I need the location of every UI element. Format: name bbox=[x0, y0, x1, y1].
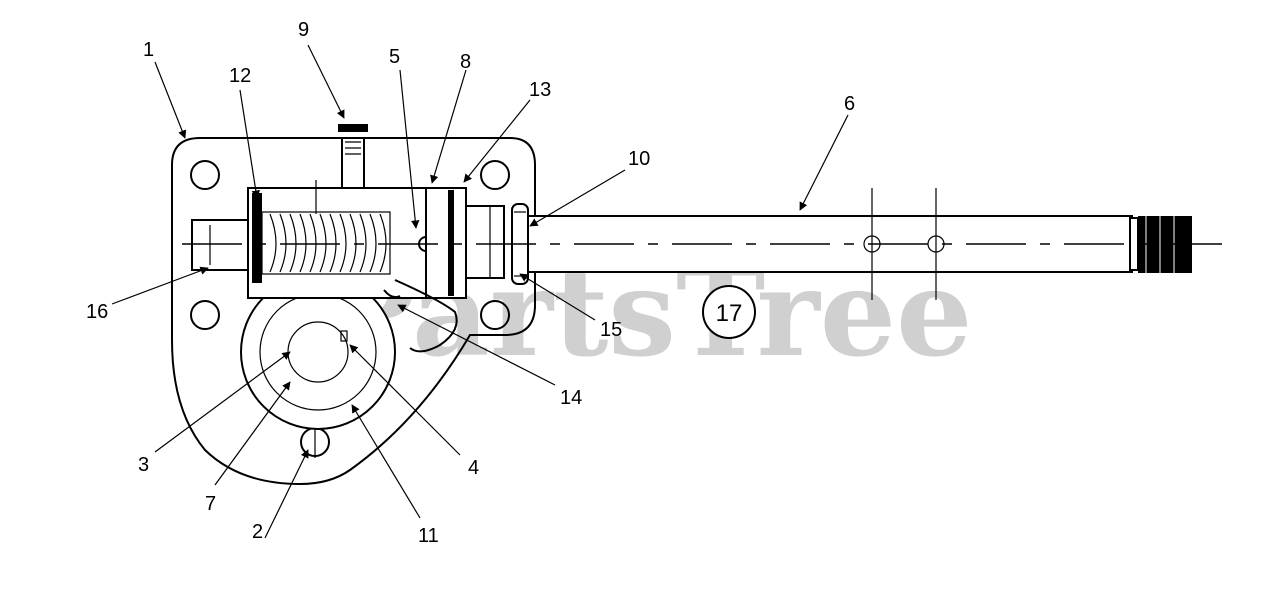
callout-13: 13 bbox=[529, 79, 551, 101]
callout-16: 16 bbox=[86, 301, 108, 323]
worm-housing bbox=[247, 124, 529, 353]
fill-plug-stem bbox=[341, 137, 365, 189]
mount-hole-bottom-left bbox=[190, 300, 220, 330]
gear-key bbox=[340, 330, 348, 342]
callout-10: 10 bbox=[628, 148, 650, 170]
mount-hole-bottom-right bbox=[480, 300, 510, 330]
callout-2: 2 bbox=[252, 521, 263, 543]
callout-9: 9 bbox=[298, 19, 309, 41]
callout-4: 4 bbox=[468, 457, 479, 479]
mount-hole-top-right bbox=[480, 160, 510, 190]
mount-hole-top-left bbox=[190, 160, 220, 190]
callout-8: 8 bbox=[460, 51, 471, 73]
collar bbox=[465, 205, 505, 279]
callout-15: 15 bbox=[600, 319, 622, 341]
input-shaft-stub bbox=[191, 219, 249, 271]
housing-flange bbox=[171, 137, 536, 486]
callout-7: 7 bbox=[205, 493, 216, 515]
leader-lines bbox=[111, 44, 849, 539]
fill-plug-cap bbox=[338, 124, 368, 132]
callout-5: 5 bbox=[389, 46, 400, 68]
part-badge-label: 17 bbox=[716, 300, 743, 327]
callout-3: 3 bbox=[138, 454, 149, 476]
callout-1: 1 bbox=[143, 39, 154, 61]
worm-gear bbox=[240, 274, 396, 430]
callout-12: 12 bbox=[229, 65, 251, 87]
gasket bbox=[394, 279, 458, 353]
callout-14: 14 bbox=[560, 387, 582, 409]
callout-11: 11 bbox=[418, 525, 439, 547]
part-badge-17: 17 bbox=[702, 285, 756, 339]
callout-6: 6 bbox=[844, 93, 855, 115]
bearing bbox=[425, 187, 467, 299]
left-seal bbox=[252, 193, 262, 283]
